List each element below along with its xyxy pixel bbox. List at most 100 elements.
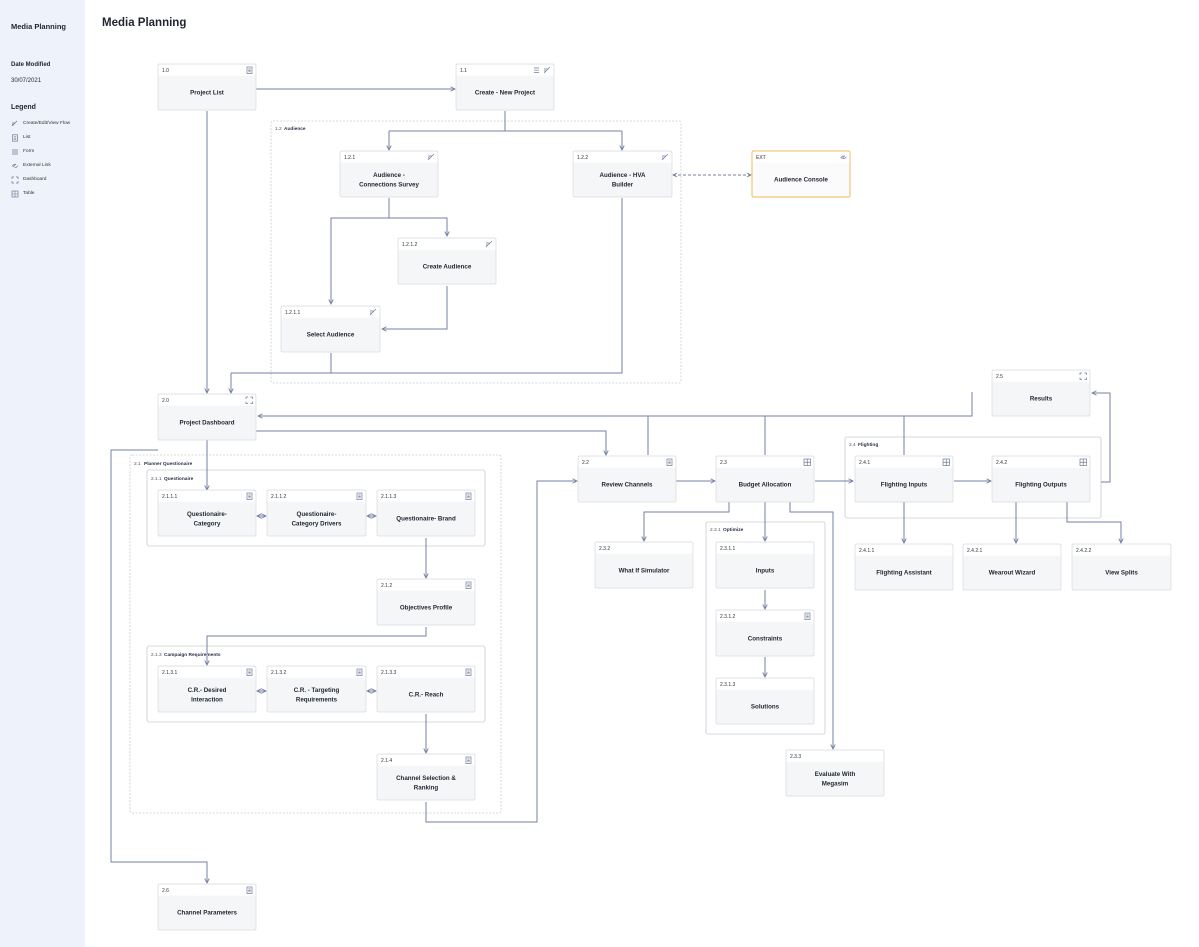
- link-icon: [840, 155, 847, 160]
- node-label: Project List: [190, 90, 224, 97]
- node-label: Evaluate With: [815, 771, 856, 778]
- node-label: Flighting Inputs: [881, 482, 928, 489]
- node-id: 2.1.1.1: [162, 494, 178, 500]
- node-label: Audience - HVA: [600, 172, 646, 179]
- node-label: Audience -: [373, 172, 405, 179]
- group-id: 1.2: [275, 126, 282, 132]
- legend-item-external-link: External Link: [11, 161, 51, 170]
- table-icon: [803, 458, 811, 466]
- node-n2-1-3-3[interactable]: 2.1.3.3C.R.- Reach: [376, 665, 476, 713]
- node-id: 2.6: [162, 888, 169, 894]
- group-id: 2.1: [134, 461, 141, 467]
- edge: [207, 627, 427, 665]
- dashboard-icon: [1079, 372, 1087, 380]
- group-label: Optimize: [723, 527, 744, 533]
- list-icon: [465, 492, 472, 500]
- list-icon: [12, 133, 18, 142]
- node-label: Flighting Outputs: [1015, 482, 1067, 489]
- node-label: Results: [1030, 396, 1053, 403]
- node-id: 2.3.1.1: [720, 546, 736, 552]
- dashboard-icon: [11, 176, 19, 183]
- list-icon: [246, 668, 253, 676]
- edge: [331, 198, 390, 304]
- node-label: Channel Selection &: [396, 775, 456, 782]
- node-id: 2.2: [582, 460, 589, 466]
- page-title: Media Planning: [102, 17, 187, 29]
- group-label: Flighting: [858, 442, 878, 448]
- group-id: 2.4: [849, 442, 856, 448]
- node-id: 1.0: [162, 68, 169, 74]
- list-icon: [246, 66, 253, 74]
- node-label: Channel Parameters: [177, 910, 237, 917]
- table-icon: [1079, 458, 1087, 466]
- legend-label: Create/Edit/View Flow: [23, 121, 71, 126]
- legend-label: Dashboard: [23, 177, 47, 182]
- dashboard-icon: [245, 396, 253, 404]
- list-icon: [356, 668, 363, 676]
- list-icon: [465, 668, 472, 676]
- group-planner-questionaire: 2.1 Planner Questionaire: [129, 454, 502, 814]
- edge: [1066, 502, 1121, 543]
- node-id: 2.0: [162, 398, 169, 404]
- date-modified-value: 30/07/2021: [11, 78, 42, 84]
- edges: [110, 89, 1121, 883]
- sidebar-title: Media Planning: [11, 22, 67, 31]
- flow-icon: [369, 308, 377, 316]
- legend-item-flow: Create/Edit/View Flow: [11, 119, 70, 128]
- node-label: Constraints: [748, 636, 783, 643]
- sidebar: Media Planning Date Modified 30/07/2021 …: [0, 0, 85, 947]
- node-label: Ranking: [414, 784, 439, 791]
- flow-icon: [11, 120, 18, 126]
- flow-icon: [427, 153, 435, 161]
- group-questionaire: 2.1.1 Questionaire: [146, 469, 486, 547]
- node-id: 2.3.3: [790, 754, 801, 760]
- node-id: 1.2.2: [577, 155, 588, 161]
- node-id: 2.4.1.1: [859, 548, 875, 554]
- node-id: 2.3.1.3: [720, 682, 736, 688]
- node-label: Create - New Project: [475, 90, 535, 97]
- date-modified-label: Date Modified: [11, 62, 51, 68]
- list-icon: [356, 492, 363, 500]
- legend-item-table: Table: [11, 189, 34, 198]
- list-icon: [246, 886, 253, 894]
- node-label: What If Simulator: [619, 568, 670, 575]
- group-label: Planner Questionaire: [144, 461, 193, 467]
- node-id: 2.1.1.2: [271, 494, 287, 500]
- group-audience: 1.2 Audience: [270, 120, 682, 384]
- node-label: Review Channels: [602, 482, 653, 489]
- node-id: 2.3.2: [599, 546, 610, 552]
- node-label: Audience Console: [774, 177, 829, 184]
- legend-item-list: List: [11, 133, 30, 142]
